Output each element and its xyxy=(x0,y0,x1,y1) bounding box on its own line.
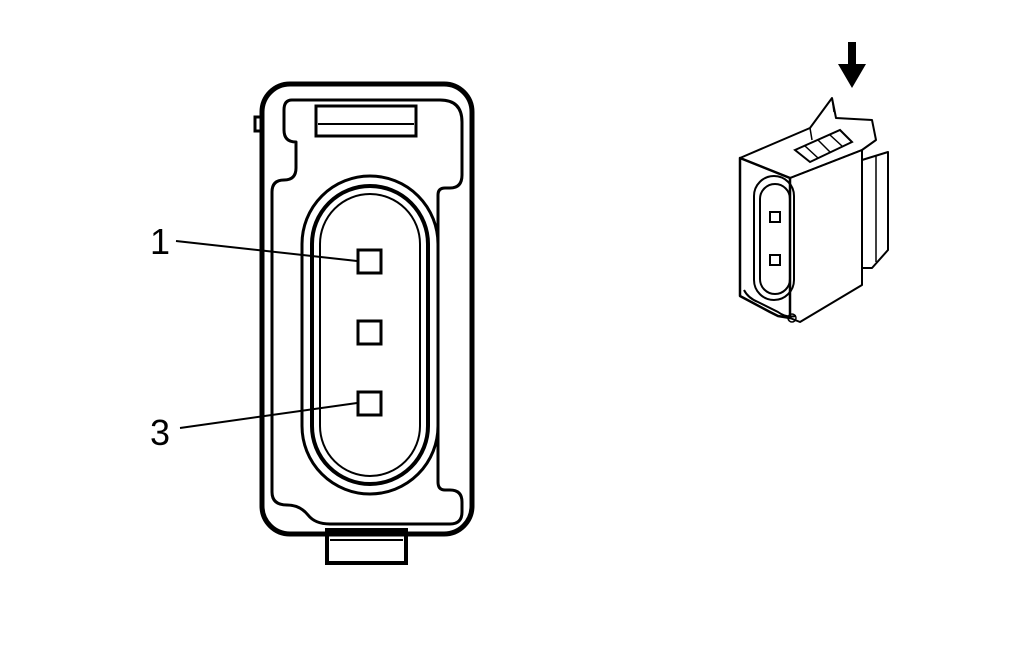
connector-face-view: 1 3 xyxy=(150,81,475,565)
connector-isometric-view xyxy=(738,42,889,323)
inner-housing-outline xyxy=(270,98,464,526)
connector-side-panel xyxy=(861,151,889,269)
front-terminal-cavity-b xyxy=(769,254,781,266)
terminal-cavity-1 xyxy=(356,248,383,275)
terminal-cavity-2 xyxy=(356,319,383,346)
bottom-latch-tab xyxy=(325,528,408,565)
outer-housing xyxy=(259,81,475,537)
down-arrow-icon xyxy=(838,42,866,88)
top-latch xyxy=(314,104,418,138)
connector-right-face xyxy=(789,149,863,323)
seal-middle-ring xyxy=(310,184,430,486)
seal-inner-ring xyxy=(319,193,421,477)
terminal-cavity-3 xyxy=(356,390,383,417)
seal-outer-ring xyxy=(300,174,440,496)
connector-latch-lock xyxy=(793,128,854,164)
connector-bottom-detail xyxy=(743,289,797,318)
front-seal-outer xyxy=(753,175,795,301)
front-terminal-cavity-a xyxy=(769,211,781,223)
front-seal-inner xyxy=(759,183,791,295)
callout-1-leader xyxy=(175,240,358,262)
callout-3-leader xyxy=(179,402,358,429)
callout-1-label: 1 xyxy=(150,221,170,262)
callout-3-label: 3 xyxy=(150,412,170,453)
connector-top-face xyxy=(739,97,877,179)
connector-front-face xyxy=(738,156,792,320)
